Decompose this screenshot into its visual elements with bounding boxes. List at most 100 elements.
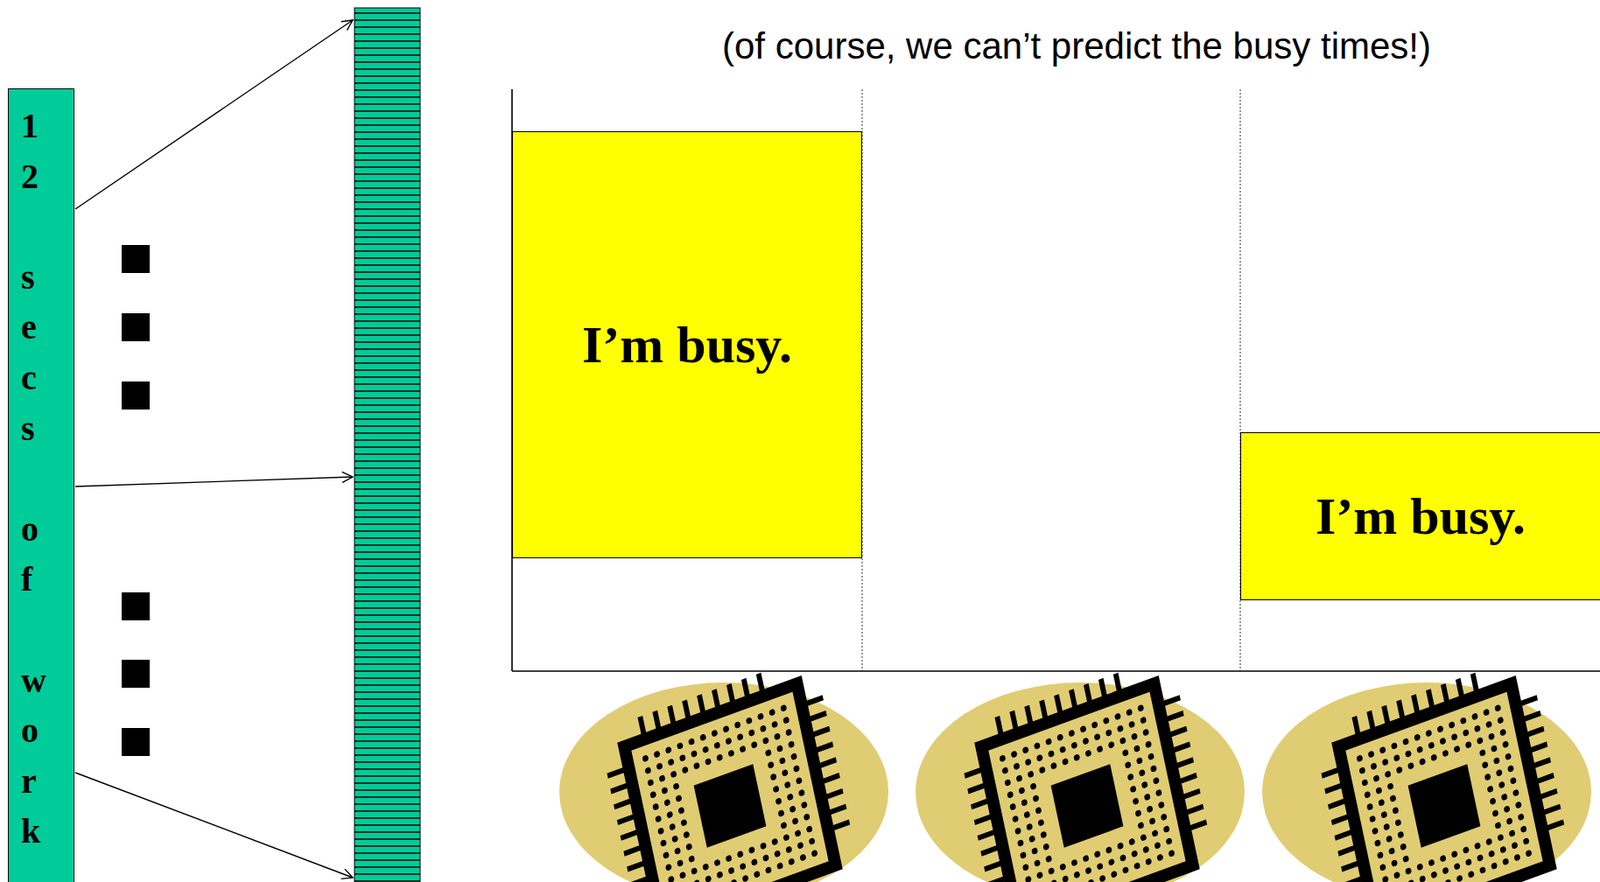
- chip-dot: [1165, 837, 1173, 846]
- queue-stripe: [354, 859, 421, 862]
- chip-pin: [1443, 684, 1448, 704]
- chip-pin: [1011, 711, 1017, 731]
- chip-dot: [745, 716, 753, 725]
- chip-dot: [1127, 772, 1135, 781]
- queue-stripe: [354, 264, 421, 267]
- chip-dot: [1382, 822, 1390, 831]
- queue-stripe: [354, 768, 421, 771]
- chip-dot: [1022, 863, 1030, 872]
- chip-pin: [1529, 744, 1548, 752]
- chip-dot: [1407, 879, 1415, 882]
- chip-dot: [673, 847, 681, 856]
- chip-pin: [984, 863, 1004, 871]
- queue-stripe: [354, 152, 421, 155]
- chip-dot: [736, 850, 744, 859]
- chip-dot: [1506, 817, 1514, 826]
- chip-dot: [660, 786, 668, 795]
- queue-stripe: [354, 194, 421, 197]
- chip-dot: [687, 737, 695, 746]
- chip-dot: [1039, 830, 1047, 839]
- chip-dot: [1047, 867, 1055, 876]
- chip-dot: [792, 764, 800, 773]
- chip-dot: [1059, 863, 1067, 871]
- chip-pin: [828, 807, 847, 815]
- chip-dot: [667, 875, 675, 882]
- chip-dot: [1438, 736, 1446, 745]
- chip-dot: [644, 766, 652, 775]
- queue-stripe: [354, 509, 421, 512]
- queue-stripe: [354, 873, 421, 876]
- chip-dot: [787, 857, 795, 866]
- chip-dot: [1390, 742, 1398, 751]
- queue-stripe: [354, 180, 421, 183]
- chip-dot: [1375, 786, 1383, 795]
- queue-stripe: [354, 698, 421, 701]
- queue-stripe: [354, 572, 421, 575]
- chip-dot: [666, 810, 674, 819]
- queue-stripe: [354, 446, 421, 449]
- queue-stripe: [354, 775, 421, 778]
- chip-pin: [1162, 697, 1181, 705]
- chip-dot: [1451, 850, 1459, 859]
- queue-stripe: [354, 334, 421, 337]
- chip-dot: [1105, 729, 1113, 737]
- chip-dot: [1096, 744, 1104, 753]
- queue-stripe: [354, 691, 421, 694]
- chip-dot: [1099, 874, 1107, 882]
- queue-stripe: [354, 320, 421, 323]
- queue-stripe: [354, 789, 421, 792]
- queue-stripe: [354, 229, 421, 232]
- chip-pin: [1331, 816, 1350, 824]
- chip-dot: [759, 724, 767, 733]
- queue-stripe: [354, 89, 421, 92]
- chip-pin: [831, 821, 850, 829]
- chip-dot: [1494, 821, 1502, 830]
- chip-dot: [667, 757, 675, 766]
- chip-dot: [785, 728, 793, 737]
- queue-stripe: [354, 54, 421, 57]
- queue-stripe: [354, 621, 421, 624]
- queue-stripe: [354, 803, 421, 806]
- queue-stripe: [354, 705, 421, 708]
- label-char: k: [21, 806, 47, 857]
- chip-dot: [1003, 778, 1011, 787]
- chip-dot: [1499, 728, 1507, 737]
- chip-dot: [1011, 814, 1019, 823]
- ellipsis-square: [121, 728, 150, 757]
- chip-dot: [1152, 777, 1160, 786]
- x-axis: [512, 670, 1600, 673]
- queue-stripe: [354, 12, 421, 15]
- chip-dot: [1430, 870, 1438, 879]
- chip-dot: [1116, 842, 1124, 850]
- chip-pin: [1341, 863, 1361, 871]
- chip-dot: [658, 774, 666, 783]
- chip-dot: [775, 797, 783, 806]
- chip-dot: [1418, 875, 1426, 882]
- chip-dot: [1496, 715, 1504, 724]
- queue-stripe: [354, 215, 421, 218]
- chip-dot: [1116, 724, 1124, 733]
- chip-dot: [1366, 802, 1374, 811]
- chip-dot: [652, 802, 660, 811]
- chip-pin: [1115, 673, 1121, 694]
- chip-dot: [1146, 805, 1154, 814]
- chip-dot: [1037, 818, 1045, 827]
- chip-pin: [1325, 785, 1344, 793]
- queue-stripe: [354, 383, 421, 386]
- chip-dot: [1067, 729, 1075, 737]
- chip-dot: [1073, 870, 1081, 879]
- chip-dot: [715, 870, 723, 879]
- queue-stripe: [354, 208, 421, 211]
- chip-pin: [1171, 744, 1191, 752]
- queue-stripe: [354, 355, 421, 358]
- chip-pin: [1188, 821, 1208, 829]
- queue-stripe: [354, 243, 421, 246]
- chip-pin: [1101, 679, 1106, 699]
- queue-stripe: [354, 523, 421, 526]
- chip-pin: [1522, 713, 1541, 721]
- chip-dot: [1473, 724, 1481, 733]
- queue-stripe: [354, 586, 421, 589]
- chip-core: [1408, 764, 1481, 849]
- queue-stripe: [354, 19, 421, 22]
- chip-dot: [800, 800, 808, 809]
